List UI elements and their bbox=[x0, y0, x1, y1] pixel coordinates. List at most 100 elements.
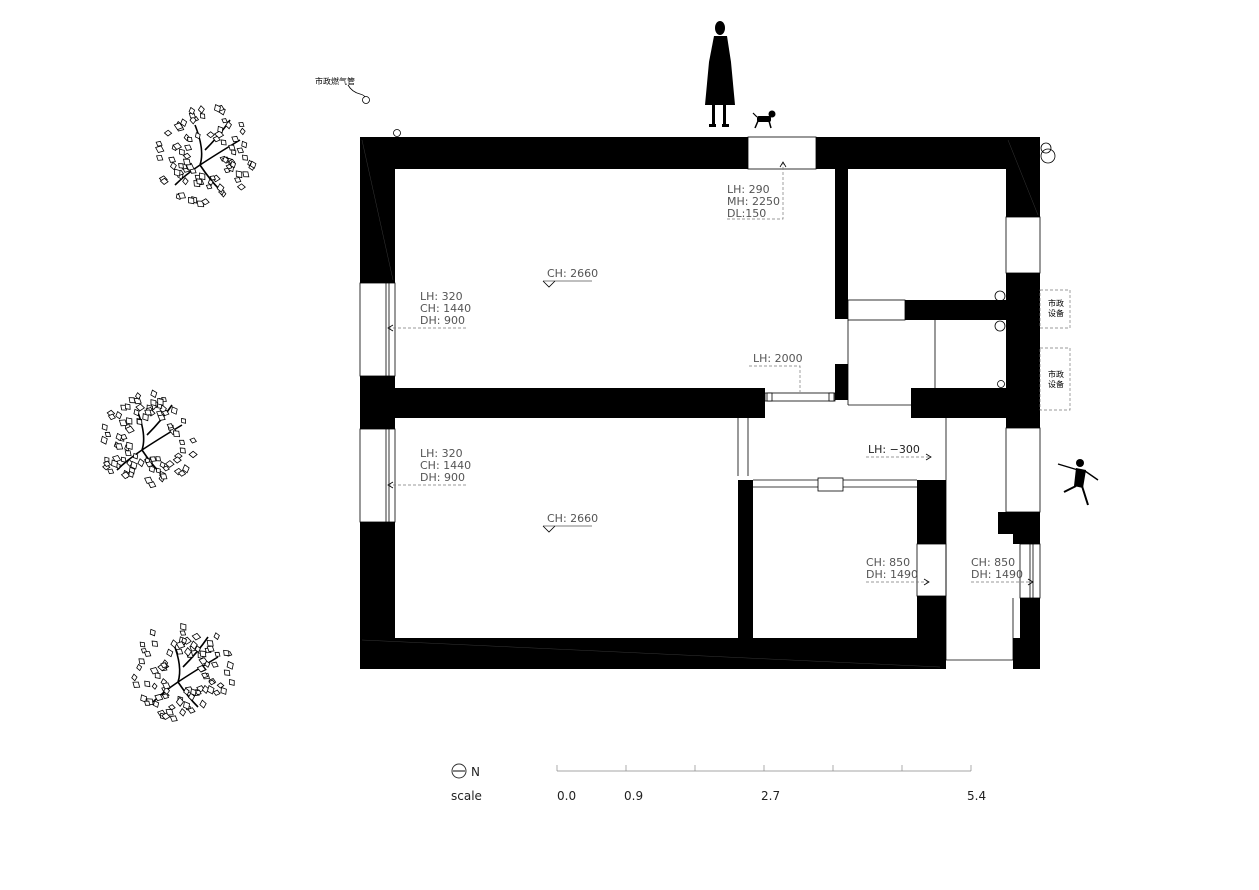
tree-leaf bbox=[162, 465, 170, 472]
tree-leaf bbox=[212, 135, 221, 143]
tree-leaf bbox=[115, 443, 124, 450]
tree-leaf bbox=[206, 685, 215, 695]
tree-leaf bbox=[231, 135, 240, 143]
room-ceiling-height: CH: 2660 bbox=[547, 512, 598, 525]
floor-step-annotation: LH: −300 bbox=[866, 443, 932, 461]
tree-leaf bbox=[242, 154, 249, 161]
tree-leaf bbox=[160, 662, 168, 669]
wall-left-2 bbox=[360, 376, 395, 429]
tree-leaf bbox=[223, 649, 230, 657]
tree-leaf bbox=[212, 689, 221, 696]
tree-leaf bbox=[205, 184, 213, 190]
tree-leaf bbox=[132, 681, 141, 688]
window-mh: MH: 2250 bbox=[727, 195, 780, 208]
tree-leaf bbox=[217, 125, 224, 134]
tree-leaf bbox=[126, 441, 133, 450]
tree-leaf bbox=[194, 645, 201, 653]
tree-leaf bbox=[159, 177, 169, 185]
tree-leaf bbox=[124, 403, 131, 410]
tree-leaf bbox=[179, 447, 186, 454]
wall-middle bbox=[395, 388, 765, 418]
wall-left-3 bbox=[360, 522, 395, 669]
tree-leaf bbox=[239, 127, 246, 136]
tree-leaf bbox=[168, 156, 176, 163]
tree-leaf bbox=[156, 467, 161, 474]
tree-leaf bbox=[145, 461, 154, 468]
tree-leaf bbox=[182, 464, 190, 474]
tree-leaf bbox=[153, 700, 160, 708]
tree-leaf bbox=[188, 106, 196, 115]
tree-leaf bbox=[134, 392, 142, 400]
tree-leaf bbox=[133, 408, 140, 417]
tree-leaf bbox=[236, 147, 245, 154]
tree-leaf bbox=[184, 647, 192, 657]
equipment-label: 市政 bbox=[1048, 369, 1064, 379]
tree-leaf bbox=[249, 160, 257, 169]
room-label-1: CH: 2660 bbox=[542, 267, 598, 288]
tree-leaf bbox=[138, 658, 145, 665]
tree-leaf bbox=[144, 700, 151, 706]
tree-leaf bbox=[231, 149, 237, 156]
scale-tick-label: 0.9 bbox=[624, 789, 643, 803]
tree-leaf bbox=[214, 651, 221, 657]
tree-icon bbox=[155, 104, 257, 208]
tree-leaf bbox=[181, 417, 187, 424]
tree-leaf bbox=[142, 413, 149, 422]
tree-leaf bbox=[172, 142, 183, 150]
tree-leaf bbox=[175, 641, 186, 649]
tree-leaf bbox=[196, 664, 207, 673]
window-dh: DH: 1490 bbox=[971, 568, 1023, 581]
tree-leaf bbox=[121, 456, 127, 463]
scale-bar: 0.0 0.9 2.7 5.4 bbox=[556, 765, 986, 803]
tree-leaf bbox=[170, 639, 178, 649]
tree-leaf bbox=[128, 397, 136, 404]
tree-leaf bbox=[213, 632, 220, 641]
window-small-1-annotation: CH: 850 DH: 1490 bbox=[866, 556, 930, 586]
tree-leaf bbox=[178, 163, 184, 169]
tree-leaf bbox=[175, 648, 184, 655]
tree-leaf bbox=[210, 661, 219, 668]
tree-leaf bbox=[165, 708, 174, 716]
wall-partition-1 bbox=[835, 169, 848, 319]
tree-leaf bbox=[220, 139, 227, 146]
tree-leaf bbox=[115, 432, 123, 442]
tree-leaf bbox=[179, 708, 187, 717]
tree-leaf bbox=[164, 460, 175, 468]
tree-leaf bbox=[182, 158, 191, 166]
tree-leaf bbox=[179, 630, 187, 636]
tree-leaf bbox=[206, 640, 214, 647]
tree-leaf bbox=[163, 129, 173, 137]
room-label-2: CH: 2660 bbox=[542, 512, 598, 533]
tree-leaf bbox=[135, 403, 146, 412]
tree-leaf bbox=[132, 452, 139, 460]
tree-leaf bbox=[194, 132, 201, 140]
tree-leaf bbox=[196, 178, 203, 185]
tree-leaf bbox=[161, 409, 170, 417]
tree-leaf bbox=[131, 673, 138, 682]
tree-leaf bbox=[199, 172, 206, 181]
tree-leaf bbox=[177, 192, 186, 199]
tree-leaf bbox=[230, 160, 237, 169]
tree-leaf bbox=[151, 640, 159, 647]
window-lh: LH: 290 bbox=[727, 183, 770, 196]
tree-leaf bbox=[225, 120, 232, 130]
tree-leaf bbox=[159, 473, 168, 480]
beam-lh: LH: 2000 bbox=[753, 352, 803, 365]
tree-leaf bbox=[151, 682, 158, 690]
equipment-box-1: 市政 设备 bbox=[1039, 289, 1071, 329]
jumping-person-icon bbox=[1057, 459, 1099, 506]
wall-right-4 bbox=[1020, 598, 1040, 669]
tree-leaf bbox=[175, 696, 185, 707]
tree-leaf bbox=[221, 118, 228, 124]
tree-leaf bbox=[216, 183, 225, 193]
wall-right-notch bbox=[998, 512, 1038, 534]
tree-leaf bbox=[179, 148, 185, 156]
scale-tick-label: 0.0 bbox=[557, 789, 576, 803]
tree-leaf bbox=[155, 140, 163, 147]
tree-leaf bbox=[207, 178, 214, 186]
scale-label: scale bbox=[451, 789, 482, 803]
wall-partition-3 bbox=[835, 364, 848, 400]
tree-leaf bbox=[206, 131, 215, 139]
tree-leaf bbox=[199, 113, 206, 119]
tree-leaf bbox=[182, 177, 189, 186]
